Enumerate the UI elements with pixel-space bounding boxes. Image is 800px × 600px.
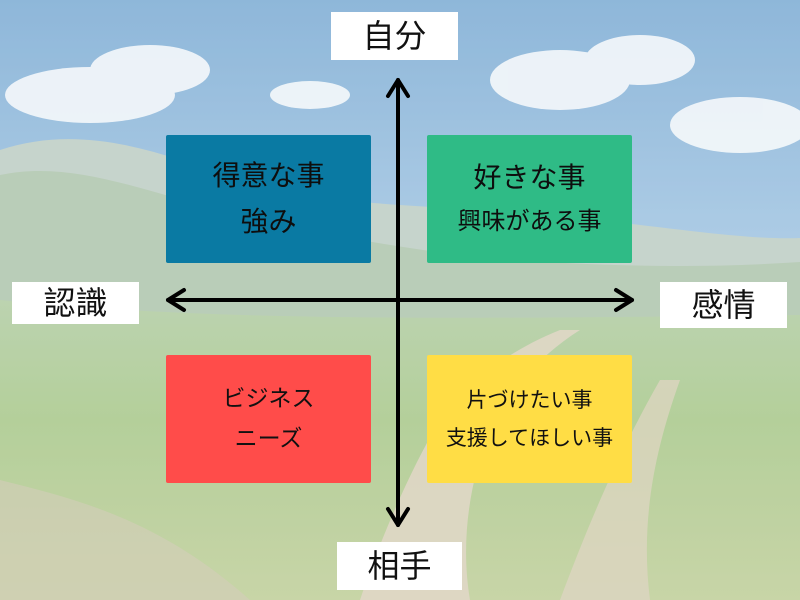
quadrant-top-right: 好きな事 興味がある事 — [427, 135, 632, 263]
quadrant-bottom-right-line2: 支援してほしい事 — [445, 426, 614, 450]
quadrant-bottom-right-line1: 片づけたい事 — [466, 387, 593, 412]
axis-label-right: 感情 — [660, 282, 787, 328]
quadrant-top-right-line1: 好きな事 — [473, 161, 586, 195]
axis-label-top: 自分 — [331, 12, 458, 60]
axis-label-bottom: 相手 — [337, 542, 462, 590]
arrow-down-icon — [386, 507, 410, 527]
quadrant-bottom-left: ビジネス ニーズ — [166, 355, 371, 483]
quadrant-bottom-right: 片づけたい事 支援してほしい事 — [427, 355, 632, 483]
quadrant-top-right-line2: 興味がある事 — [457, 207, 602, 236]
quadrant-top-left: 得意な事 強み — [166, 135, 371, 263]
arrow-left-icon — [166, 288, 186, 312]
arrow-right-icon — [614, 288, 634, 312]
quadrant-top-left-line2: 強み — [240, 205, 297, 238]
quadrant-top-left-line1: 得意な事 — [212, 158, 325, 192]
arrow-up-icon — [386, 78, 410, 98]
quadrant-bottom-left-line2: ニーズ — [234, 426, 303, 452]
axis-label-left: 認識 — [12, 282, 139, 324]
quadrant-bottom-left-line1: ビジネス — [222, 385, 315, 412]
